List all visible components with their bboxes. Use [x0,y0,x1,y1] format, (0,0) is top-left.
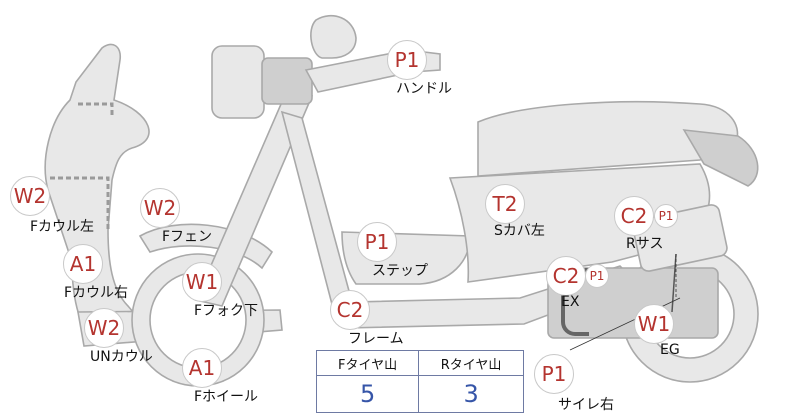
code-badge-f-cowl-left[interactable]: W2 [10,176,50,216]
part-label-un-cowl: UNカウル [90,349,153,365]
sub-code-text: P1 [658,209,674,223]
code-text: P1 [541,362,567,386]
code-badge-ex[interactable]: C2 [546,256,586,296]
cowl-dash-upper [78,102,114,118]
table-header-row: Fタイヤ山 Rタイヤ山 [315,350,524,376]
code-text: C2 [620,204,648,228]
code-badge-un-cowl[interactable]: W2 [84,308,124,348]
part-label-f-fender: Fフェン [162,229,213,245]
part-label-s-cover-left: Sカバ左 [494,223,545,239]
seat-shape [477,100,739,177]
table-value-row: 5 3 [315,375,524,413]
rear-tire-value: 3 [418,375,524,413]
code-text: W1 [637,312,671,336]
part-label-r-sus: Rサス [626,236,664,252]
headlight-neck [261,57,313,105]
code-text: P1 [394,48,420,72]
headlight-shape [211,45,265,119]
code-badge-frame[interactable]: C2 [330,290,370,330]
rear-tire-header: Rタイヤ山 [418,350,524,376]
code-badge-f-fork-lower[interactable]: W1 [182,262,222,302]
code-text: T2 [492,192,518,216]
code-badge-r-sus[interactable]: C2 [614,196,654,236]
code-text: A1 [188,356,216,380]
part-label-f-fork-lower: Fフォク下 [194,303,259,319]
code-text: W1 [185,270,219,294]
part-label-f-wheel: Fホイール [194,389,259,405]
part-label-silencer-right: サイレ右 [558,397,614,413]
code-badge-f-wheel[interactable]: A1 [182,348,222,388]
part-label-eg: EG [660,342,680,358]
tire-tread-table: Fタイヤ山 Rタイヤ山 5 3 [315,350,524,413]
part-label-handle: ハンドル [396,81,452,97]
mirror-shape [310,14,357,59]
code-badge-silencer-right[interactable]: P1 [534,354,574,394]
code-text: W2 [143,196,177,220]
sub-code-text: P1 [589,269,605,283]
code-badge-eg[interactable]: W1 [634,304,674,344]
sub-badge-r-sus[interactable]: P1 [654,204,678,228]
code-text: P1 [364,230,390,254]
front-cowl-shape [44,43,150,347]
code-text: W2 [87,316,121,340]
code-badge-f-cowl-right[interactable]: A1 [63,244,103,284]
front-tire-value: 5 [315,375,420,413]
part-label-f-cowl-right: Fカウル右 [64,285,129,301]
code-badge-handle[interactable]: P1 [387,40,427,80]
code-badge-f-fender[interactable]: W2 [140,188,180,228]
rear-sus-rod [671,253,677,313]
cowl-dash-lower [50,176,110,230]
code-badge-step[interactable]: P1 [357,222,397,262]
part-label-ex: EX [561,294,580,310]
tail-shape [682,129,759,187]
front-tire-header: Fタイヤ山 [315,350,420,376]
code-text: W2 [13,184,47,208]
code-text: C2 [336,298,364,322]
code-text: A1 [69,252,97,276]
code-text: C2 [552,264,580,288]
part-label-step: ステップ [372,263,428,279]
code-badge-s-cover-left[interactable]: T2 [485,184,525,224]
part-label-frame: フレーム [348,331,404,347]
sub-badge-ex[interactable]: P1 [585,264,609,288]
part-label-f-cowl-left: Fカウル左 [30,219,95,235]
